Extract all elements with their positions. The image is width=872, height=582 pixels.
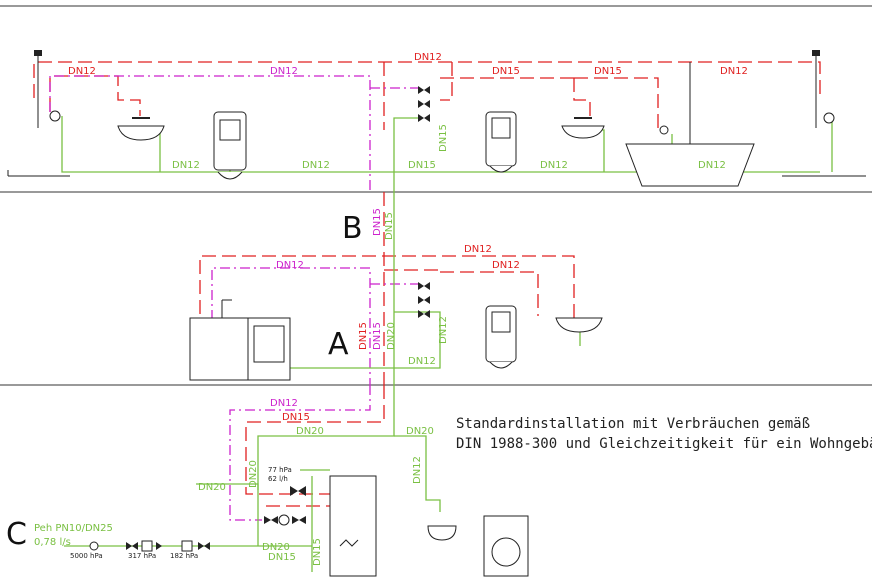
top-circulation-pipes <box>49 75 418 192</box>
bathtub <box>625 62 755 187</box>
washbasin-top-left <box>117 117 165 141</box>
label-mid-dn12-red: DN12 <box>464 244 492 255</box>
wc-top-right <box>485 111 517 173</box>
basement-hot-pipes <box>245 385 385 507</box>
label-top-dn15-red-b: DN15 <box>594 66 622 77</box>
marker-b: B <box>342 211 363 246</box>
label-top-dn12-red: DN12 <box>414 52 442 63</box>
label-low-dn12-v: DN12 <box>412 456 423 484</box>
label-low-dn15-v: DN15 <box>312 538 323 566</box>
washing-machine <box>483 515 529 577</box>
supply-flow-label: 0,78 l/s <box>34 537 71 548</box>
pressure-1: 5000 hPa <box>70 552 103 560</box>
washbasin-middle <box>555 317 603 333</box>
label-low-dn15-bottom: DN15 <box>268 552 296 563</box>
label-top-dn12-left: DN12 <box>68 66 96 77</box>
mid-hot-pipes <box>199 192 575 385</box>
label-mid-dn12-grn: DN12 <box>408 356 436 367</box>
label-riser-b-dn15-g: DN15 <box>384 212 395 240</box>
note-line-1: Standardinstallation mit Verbräuchen gem… <box>456 416 810 432</box>
label-riser-a-dn15-r: DN15 <box>358 322 369 350</box>
label-top-dn15-grn-v: DN15 <box>438 124 449 152</box>
label-top-dn12-grn-b: DN12 <box>302 160 330 171</box>
pressure-4: 77 hPa <box>268 466 292 474</box>
label-low-dn20-v: DN20 <box>248 460 259 488</box>
dishwasher-tap <box>427 525 457 541</box>
basement-circulation-pipes <box>229 385 371 521</box>
label-low-dn12-mag: DN12 <box>270 398 298 409</box>
label-riser-a-dn20-g: DN20 <box>386 322 397 350</box>
label-riser-b-dn15-m: DN15 <box>372 208 383 236</box>
storage-tank <box>329 475 377 577</box>
marker-c: C <box>6 517 27 552</box>
supply-line-devices <box>89 540 210 552</box>
shower-right <box>782 50 866 177</box>
label-riser-a-dn15-m: DN15 <box>372 322 383 350</box>
kitchen-unit <box>189 299 291 381</box>
label-low-dn20-right: DN20 <box>406 426 434 437</box>
label-low-dn15-red: DN15 <box>282 412 310 423</box>
washbasin-top-right <box>561 117 605 139</box>
shower-left <box>7 50 70 177</box>
wc-top-left <box>213 111 247 180</box>
label-low-dn20-bottom: DN20 <box>262 542 290 553</box>
basement-valves <box>264 486 306 526</box>
label-top-dn12-grn-a: DN12 <box>172 160 200 171</box>
label-mid-dn12-red-b: DN12 <box>492 260 520 271</box>
flow-4: 62 l/h <box>268 475 288 483</box>
label-top-dn15-grn-a: DN15 <box>408 160 436 171</box>
marker-a: A <box>328 327 349 362</box>
label-top-dn12-mag: DN12 <box>270 66 298 77</box>
pressure-2: 317 hPa <box>128 552 156 560</box>
label-low-dn20-left: DN20 <box>198 482 226 493</box>
label-mid-dn12-mag: DN12 <box>276 260 304 271</box>
pipe-labels: DN12 DN12 DN12 DN15 DN15 DN12 DN12 DN12 … <box>68 52 748 566</box>
label-top-dn12-grn-tub: DN12 <box>698 160 726 171</box>
note-line-2: DIN 1988-300 und Gleichzeitigkeit für ei… <box>456 436 872 452</box>
pressure-3: 182 hPa <box>170 552 198 560</box>
label-top-dn12-red-right: DN12 <box>720 66 748 77</box>
top-valves <box>418 86 430 122</box>
label-top-dn12-grn-c: DN12 <box>540 160 568 171</box>
label-low-dn20-grn: DN20 <box>296 426 324 437</box>
label-top-dn15-red-a: DN15 <box>492 66 520 77</box>
supply-pipe-label: Peh PN10/DN25 <box>34 523 113 534</box>
mid-valves <box>418 282 430 318</box>
wc-middle <box>485 305 517 369</box>
label-mid-dn12-grn-v: DN12 <box>438 316 449 344</box>
